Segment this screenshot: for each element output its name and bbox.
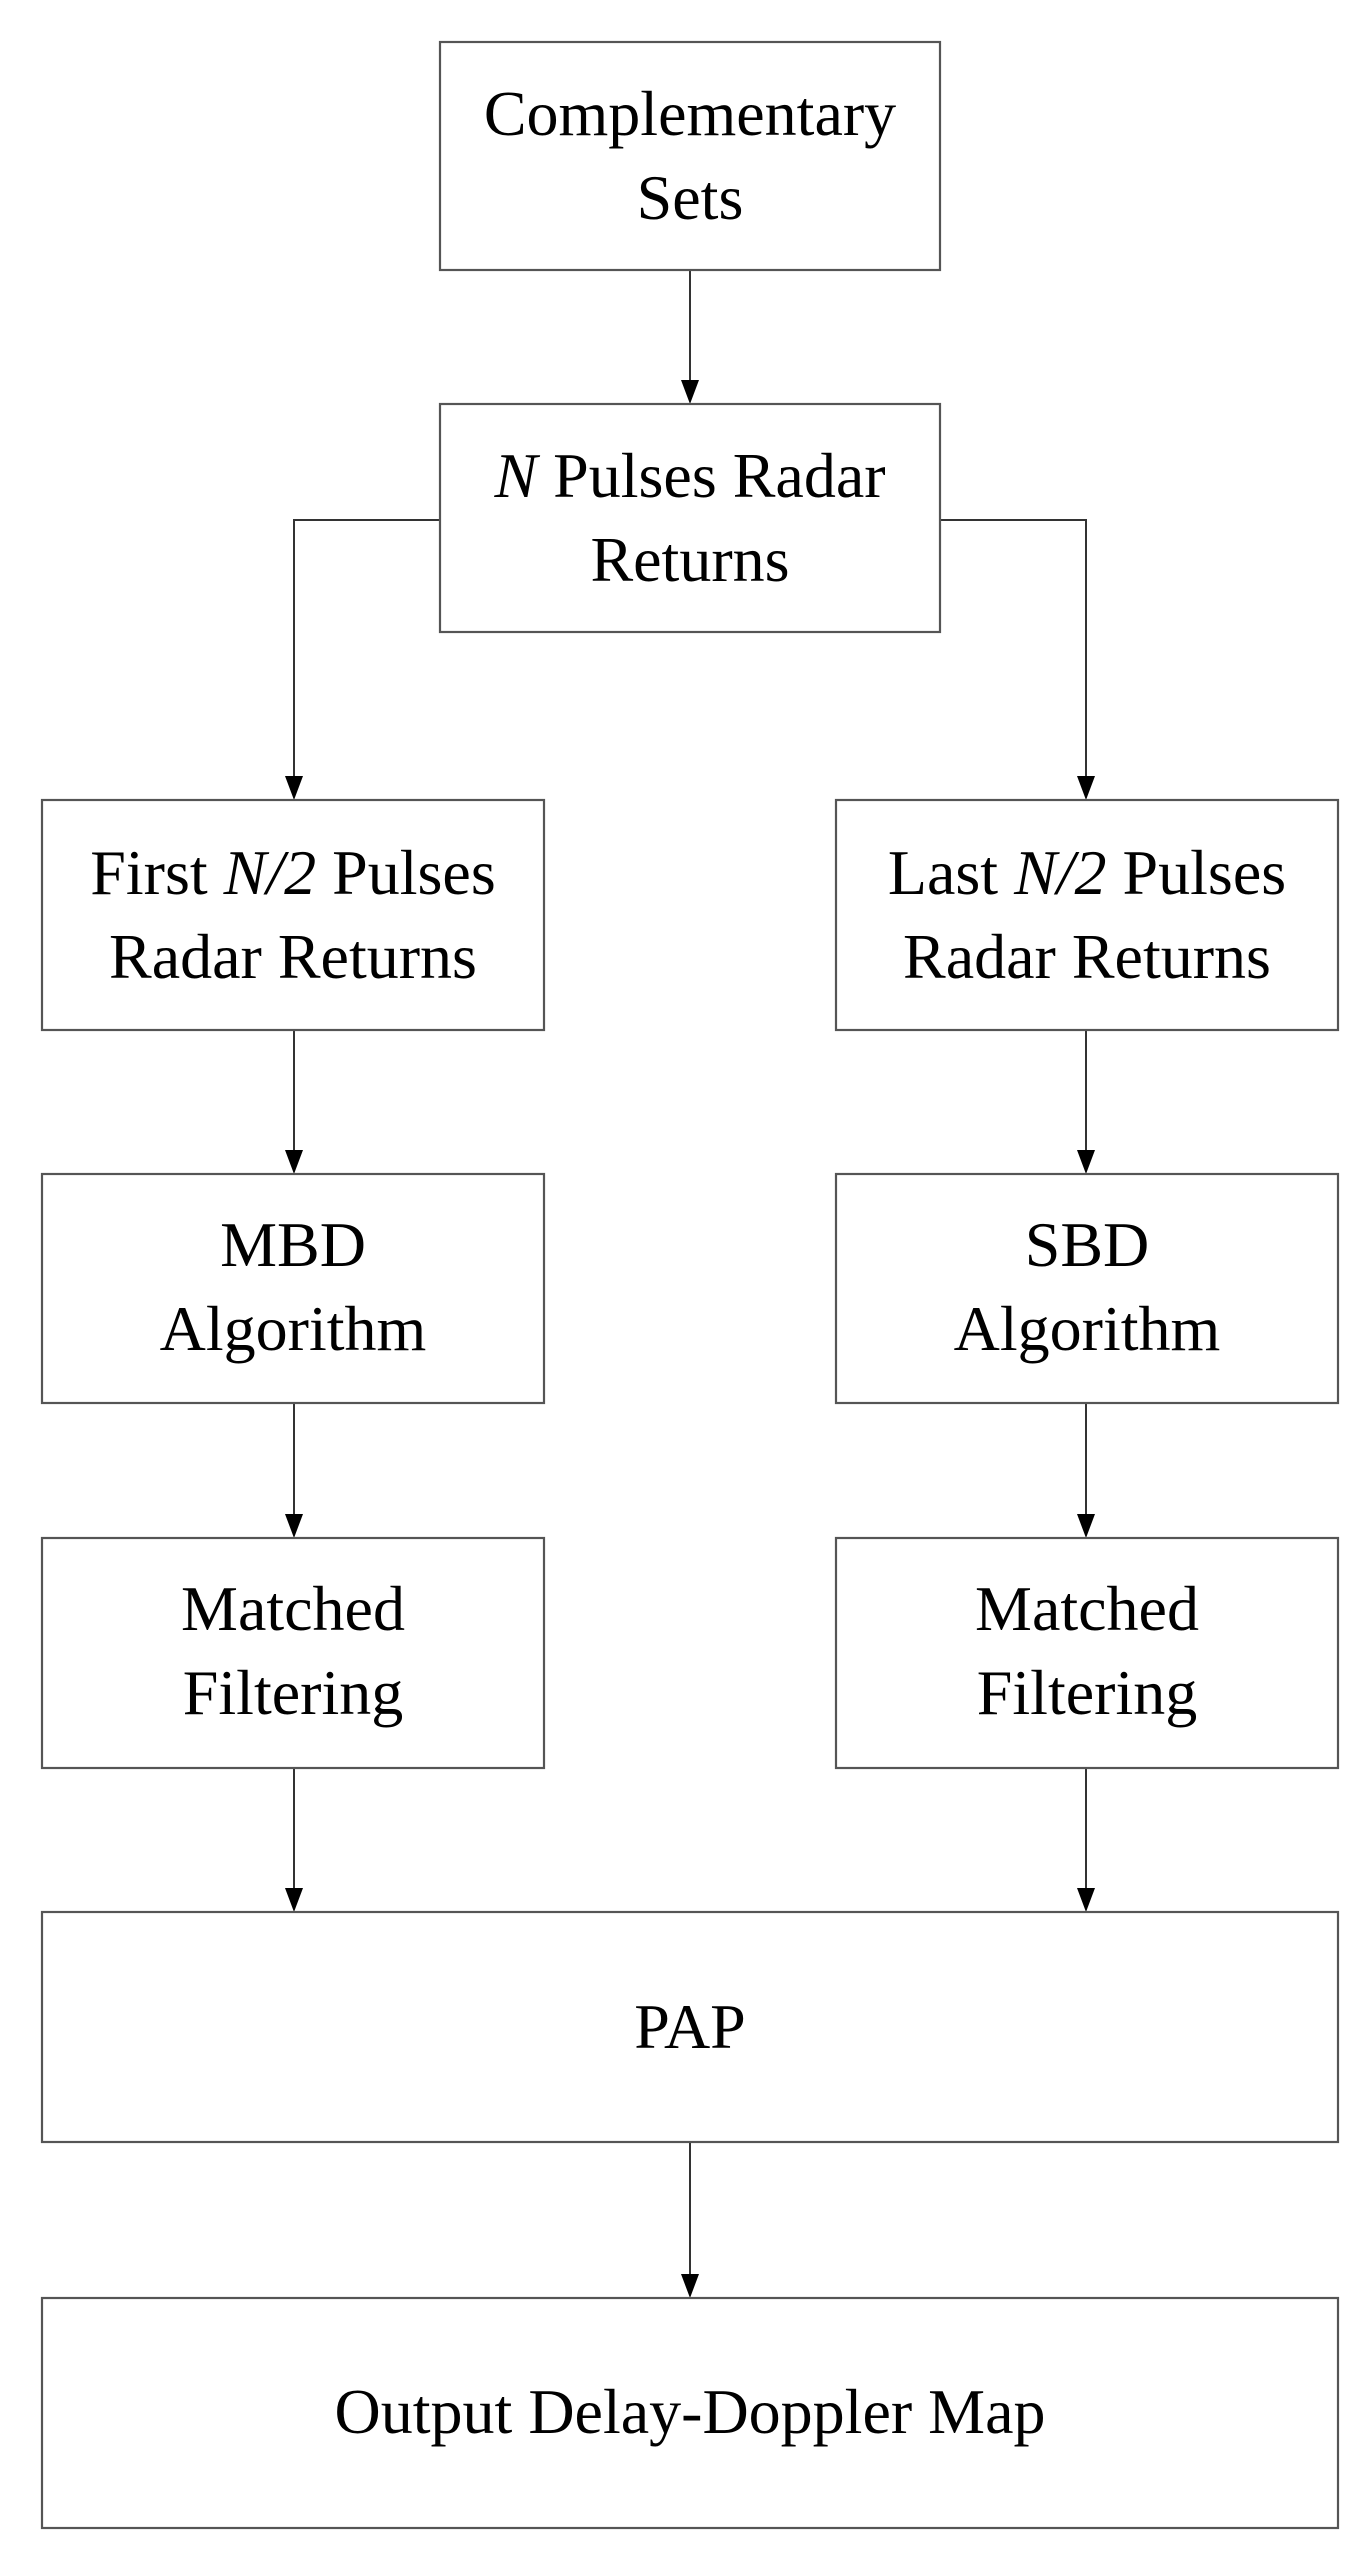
- node-sbd-box: [834, 1172, 1340, 1405]
- edges: [285, 270, 1095, 2298]
- node-matched-filtering-right-line1: Matched: [975, 1573, 1199, 1644]
- node-matched-filtering-left: Matched Filtering: [40, 1536, 546, 1770]
- node-n-pulses-box: [438, 402, 942, 634]
- node-n-pulses-line1-rest: Pulses Radar: [537, 440, 885, 511]
- node-last-half-prefix: Last: [888, 837, 1014, 908]
- node-matched-filtering-left-box: [40, 1536, 546, 1770]
- node-mbd-line2: Algorithm: [160, 1293, 427, 1364]
- node-n-pulses-radar-returns: N Pulses Radar Returns: [438, 402, 942, 634]
- node-complementary-sets-line2: Sets: [637, 162, 744, 233]
- node-pap-label: PAP: [634, 1991, 746, 2062]
- node-complementary-sets: Complementary Sets: [438, 40, 942, 272]
- edge-sbd-to-matched-filtering-right: [1077, 1403, 1095, 1538]
- node-first-half-pulses: First N/2 Pulses Radar Returns: [40, 798, 546, 1032]
- edge-mbd-to-matched-filtering-left: [285, 1403, 303, 1538]
- node-matched-filtering-right: Matched Filtering: [834, 1536, 1340, 1770]
- node-complementary-sets-box: [438, 40, 942, 272]
- edge-complementary-sets-to-n-pulses: [681, 270, 699, 404]
- node-last-half-line1: Last N/2 Pulses: [888, 837, 1286, 908]
- node-output-delay-doppler-map: Output Delay-Doppler Map: [40, 2296, 1340, 2530]
- node-output-label: Output Delay-Doppler Map: [335, 2376, 1046, 2447]
- node-last-half-suffix: Pulses: [1107, 837, 1287, 908]
- node-last-half-line2: Radar Returns: [903, 921, 1271, 992]
- edge-matched-filtering-right-to-pap: [1077, 1768, 1095, 1912]
- node-sbd-algorithm: SBD Algorithm: [834, 1172, 1340, 1405]
- edge-last-half-to-sbd: [1077, 1030, 1095, 1174]
- node-first-half-box: [40, 798, 546, 1032]
- edge-pap-to-output: [681, 2142, 699, 2298]
- node-output-box: [40, 2296, 1340, 2530]
- node-first-half-variable: N/2: [223, 837, 316, 908]
- node-first-half-suffix: Pulses: [316, 837, 496, 908]
- node-last-half-pulses: Last N/2 Pulses Radar Returns: [834, 798, 1340, 1032]
- edge-n-pulses-to-last-half: [940, 519, 1095, 800]
- node-complementary-sets-line1: Complementary: [484, 78, 896, 149]
- node-matched-filtering-left-line1: Matched: [181, 1573, 405, 1644]
- node-last-half-variable: N/2: [1013, 837, 1106, 908]
- node-n-pulses-line2: Returns: [590, 524, 789, 595]
- edge-first-half-to-mbd: [285, 1030, 303, 1174]
- node-mbd-line1: MBD: [220, 1209, 366, 1280]
- node-pap: PAP: [40, 1910, 1340, 2144]
- node-pap-box: [40, 1910, 1340, 2144]
- node-n-pulses-variable: N: [493, 440, 540, 511]
- edge-n-pulses-to-first-half: [285, 519, 440, 800]
- node-matched-filtering-left-line2: Filtering: [183, 1657, 403, 1728]
- node-last-half-box: [834, 798, 1340, 1032]
- node-matched-filtering-right-box: [834, 1536, 1340, 1770]
- node-sbd-line2: Algorithm: [954, 1293, 1221, 1364]
- node-n-pulses-line1: N Pulses Radar: [493, 440, 885, 511]
- node-first-half-prefix: First: [90, 837, 223, 908]
- node-first-half-line2: Radar Returns: [109, 921, 477, 992]
- node-sbd-line1: SBD: [1025, 1209, 1150, 1280]
- node-matched-filtering-right-line2: Filtering: [977, 1657, 1197, 1728]
- node-first-half-line1: First N/2 Pulses: [90, 837, 495, 908]
- edge-matched-filtering-left-to-pap: [285, 1768, 303, 1912]
- node-mbd-box: [40, 1172, 546, 1405]
- node-mbd-algorithm: MBD Algorithm: [40, 1172, 546, 1405]
